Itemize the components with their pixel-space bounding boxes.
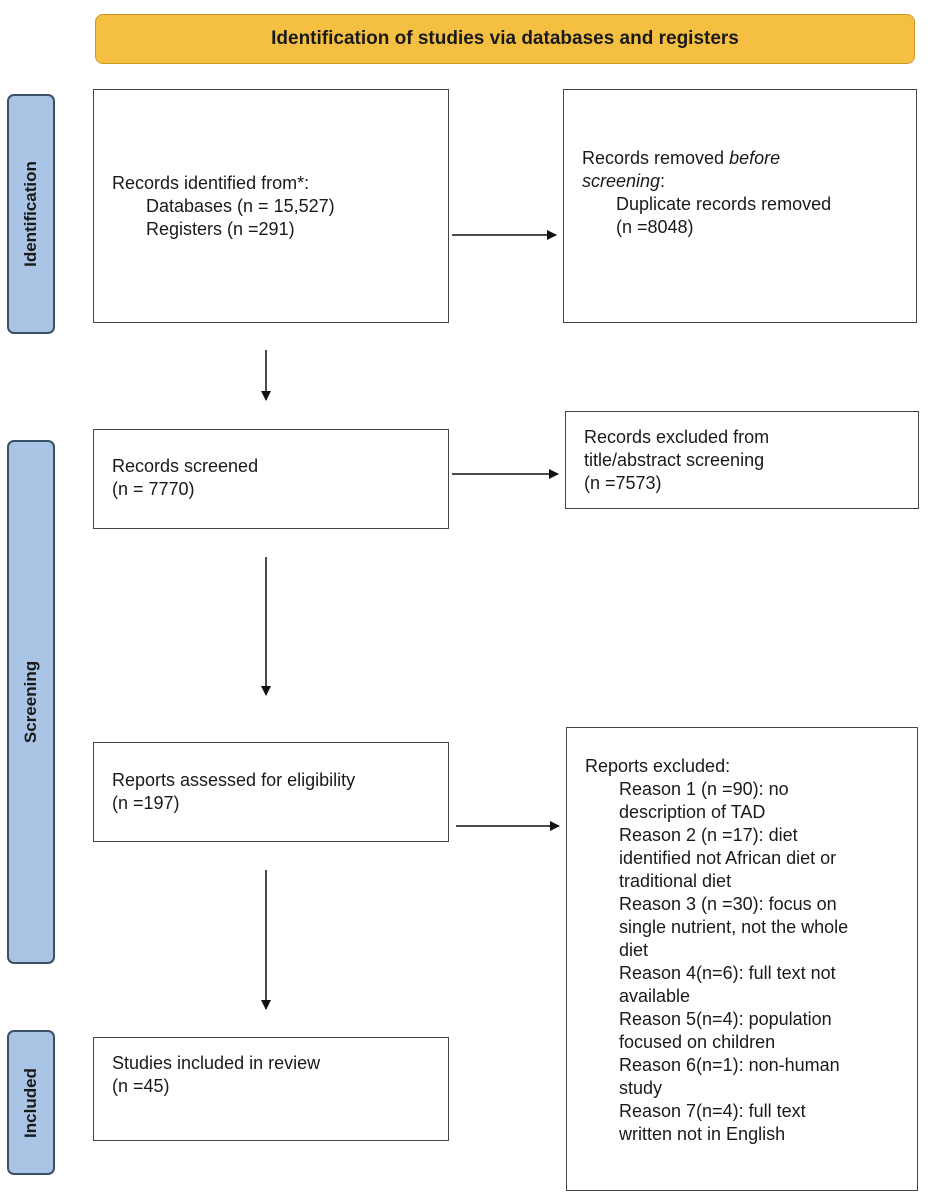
header-banner: Identification of studies via databases … — [95, 14, 915, 64]
box-records-removed: Records removed before screening: Duplic… — [563, 89, 917, 323]
removed-count: (n =8048) — [616, 217, 694, 237]
exclusion-reason-3-line-1: Reason 3 (n =30): focus on — [619, 894, 837, 914]
exclusion-reason-2-line-2: identified not African diet or — [619, 848, 837, 868]
assessed-count: (n =197) — [112, 793, 180, 813]
identified-databases: Databases (n = 15,527) — [146, 196, 335, 216]
exclusion-reason-4-line-2: available — [619, 986, 691, 1006]
included-heading: Studies included in review — [112, 1053, 321, 1073]
included-count: (n =45) — [112, 1076, 170, 1096]
reports-excluded-heading: Reports excluded: — [585, 756, 731, 776]
removed-duplicates: Duplicate records removed — [616, 194, 832, 214]
assessed-heading: Reports assessed for eligibility — [112, 770, 356, 790]
box-records-identified: Records identified from*: Databases (n =… — [93, 89, 449, 323]
phase-identification: Identification — [7, 94, 55, 334]
box-reports-excluded: Reports excluded: Reason 1 (n =90): no de… — [566, 727, 918, 1191]
exclusion-reason-4-line-1: Reason 4(n=6): full text not — [619, 963, 836, 983]
exclusion-reason-3-line-2: single nutrient, not the whole — [619, 917, 849, 937]
exclusion-reason-1-line-2: description of TAD — [619, 802, 766, 822]
excluded-line1: Records excluded from — [584, 427, 770, 447]
exclusion-reason-2-line-3: traditional diet — [619, 871, 732, 891]
excluded-count: (n =7573) — [584, 473, 662, 493]
box-reports-assessed: Reports assessed for eligibility (n =197… — [93, 742, 449, 842]
exclusion-reason-3-line-3: diet — [619, 940, 649, 960]
exclusion-reason-7-line-1: Reason 7(n=4): full text — [619, 1101, 806, 1121]
exclusion-reason-5-line-1: Reason 5(n=4): population — [619, 1009, 832, 1029]
phase-included: Included — [7, 1030, 55, 1175]
exclusion-reason-5-line-2: focused on children — [619, 1032, 776, 1052]
removed-heading-line1: Records removed before — [582, 148, 781, 168]
excluded-line2: title/abstract screening — [584, 450, 765, 470]
exclusion-reason-1-line-1: Reason 1 (n =90): no — [619, 779, 789, 799]
exclusion-reason-2-line-1: Reason 2 (n =17): diet — [619, 825, 798, 845]
identified-heading: Records identified from*: — [112, 173, 310, 193]
exclusion-reason-7-line-2: written not in English — [619, 1124, 786, 1144]
screened-heading: Records screened — [112, 456, 259, 476]
exclusion-reason-6-line-1: Reason 6(n=1): non-human — [619, 1055, 840, 1075]
box-records-excluded: Records excluded from title/abstract scr… — [565, 411, 919, 509]
header-title: Identification of studies via databases … — [271, 28, 739, 49]
box-records-screened: Records screened (n = 7770) — [93, 429, 449, 529]
exclusion-reason-6-line-2: study — [619, 1078, 663, 1098]
box-studies-included: Studies included in review (n =45) — [93, 1037, 449, 1141]
screened-count: (n = 7770) — [112, 479, 195, 499]
phase-screening: Screening — [7, 440, 55, 964]
identified-registers: Registers (n =291) — [146, 219, 295, 239]
removed-heading-line2: screening: — [582, 171, 666, 191]
